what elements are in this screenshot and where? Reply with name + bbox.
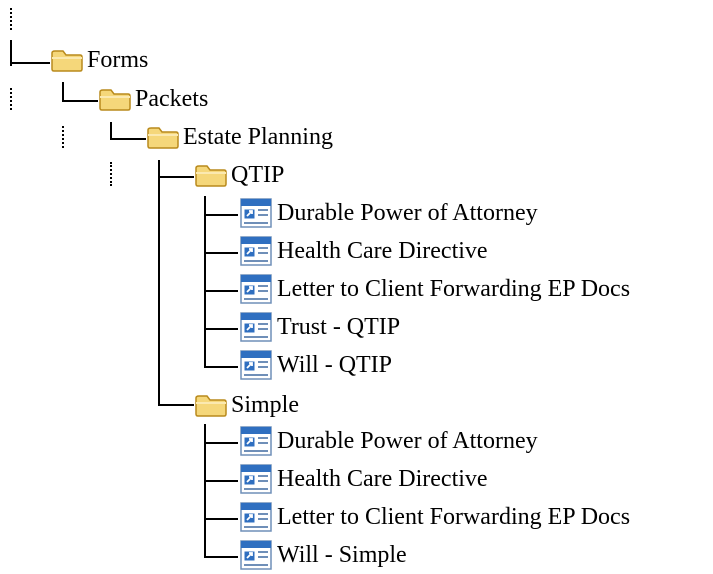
folder-icon bbox=[194, 392, 228, 418]
folder-icon bbox=[98, 86, 132, 112]
tree-item-label: Will - Simple bbox=[277, 542, 407, 568]
tree-connector-line bbox=[110, 122, 112, 140]
tree-connector-line bbox=[204, 196, 206, 368]
tree-connector-line bbox=[204, 366, 238, 368]
tree-connector-line bbox=[62, 82, 64, 102]
tree-item-qtip-will[interactable]: Will - QTIP bbox=[238, 350, 392, 380]
tree-node-label: Estate Planning bbox=[183, 124, 333, 150]
folder-icon bbox=[194, 162, 228, 188]
tree-item-label: Durable Power of Attorney bbox=[277, 200, 538, 226]
tree-connector-line bbox=[10, 88, 12, 110]
tree-connector-line bbox=[10, 8, 12, 30]
tree-connector-line bbox=[10, 62, 50, 64]
tree-item-qtip-durable-power-of-attorney[interactable]: Durable Power of Attorney bbox=[238, 198, 538, 228]
tree-connector-line bbox=[158, 160, 160, 406]
tree-item-label: Durable Power of Attorney bbox=[277, 428, 538, 454]
tree-connector-line bbox=[204, 442, 238, 444]
form-shortcut-icon bbox=[238, 311, 274, 343]
tree-connector-line bbox=[204, 290, 238, 292]
tree-node-label: Forms bbox=[87, 47, 149, 73]
tree-item-qtip-trust[interactable]: Trust - QTIP bbox=[238, 312, 400, 342]
tree-connector-line bbox=[204, 424, 206, 558]
tree-connector-line bbox=[110, 162, 112, 186]
tree-node-packets[interactable]: Packets bbox=[98, 84, 208, 114]
tree-node-qtip[interactable]: QTIP bbox=[194, 160, 284, 190]
form-shortcut-icon bbox=[238, 501, 274, 533]
tree-item-label: Letter to Client Forwarding EP Docs bbox=[277, 504, 631, 530]
tree-connector-line bbox=[204, 214, 238, 216]
form-shortcut-icon bbox=[238, 539, 274, 571]
tree-node-simple[interactable]: Simple bbox=[194, 390, 299, 420]
tree-node-forms[interactable]: Forms bbox=[50, 45, 148, 75]
tree-node-label: Simple bbox=[231, 392, 300, 418]
tree-connector-line bbox=[204, 518, 238, 520]
tree-connector-line bbox=[204, 480, 238, 482]
tree-connector-line bbox=[204, 328, 238, 330]
tree-item-simple-letter-to-client[interactable]: Letter to Client Forwarding EP Docs bbox=[238, 502, 630, 532]
tree-item-simple-will[interactable]: Will - Simple bbox=[238, 540, 407, 570]
tree-item-label: Health Care Directive bbox=[277, 466, 488, 492]
form-shortcut-icon bbox=[238, 235, 274, 267]
form-shortcut-icon bbox=[238, 197, 274, 229]
tree-item-qtip-health-care-directive[interactable]: Health Care Directive bbox=[238, 236, 488, 266]
folder-icon bbox=[50, 47, 84, 73]
tree-connector-line bbox=[62, 100, 98, 102]
tree-item-label: Will - QTIP bbox=[277, 352, 393, 378]
tree-connector-line bbox=[158, 404, 194, 406]
tree-item-label: Letter to Client Forwarding EP Docs bbox=[277, 276, 631, 302]
tree-item-qtip-letter-to-client[interactable]: Letter to Client Forwarding EP Docs bbox=[238, 274, 630, 304]
tree-connector-line bbox=[204, 252, 238, 254]
tree-item-simple-health-care-directive[interactable]: Health Care Directive bbox=[238, 464, 488, 494]
tree-node-estate-planning[interactable]: Estate Planning bbox=[146, 122, 333, 152]
tree-item-label: Trust - QTIP bbox=[277, 314, 401, 340]
tree-connector-line bbox=[204, 556, 238, 558]
tree-connector-line bbox=[10, 40, 12, 66]
form-shortcut-icon bbox=[238, 273, 274, 305]
tree-item-simple-durable-power-of-attorney[interactable]: Durable Power of Attorney bbox=[238, 426, 538, 456]
form-shortcut-icon bbox=[238, 425, 274, 457]
tree-item-label: Health Care Directive bbox=[277, 238, 488, 264]
tree-node-label: Packets bbox=[135, 86, 209, 112]
tree-connector-line bbox=[158, 176, 194, 178]
form-shortcut-icon bbox=[238, 463, 274, 495]
tree-connector-line bbox=[110, 138, 146, 140]
form-shortcut-icon bbox=[238, 349, 274, 381]
tree-node-label: QTIP bbox=[231, 162, 285, 188]
tree-connector-line bbox=[62, 126, 64, 148]
folder-icon bbox=[146, 124, 180, 150]
